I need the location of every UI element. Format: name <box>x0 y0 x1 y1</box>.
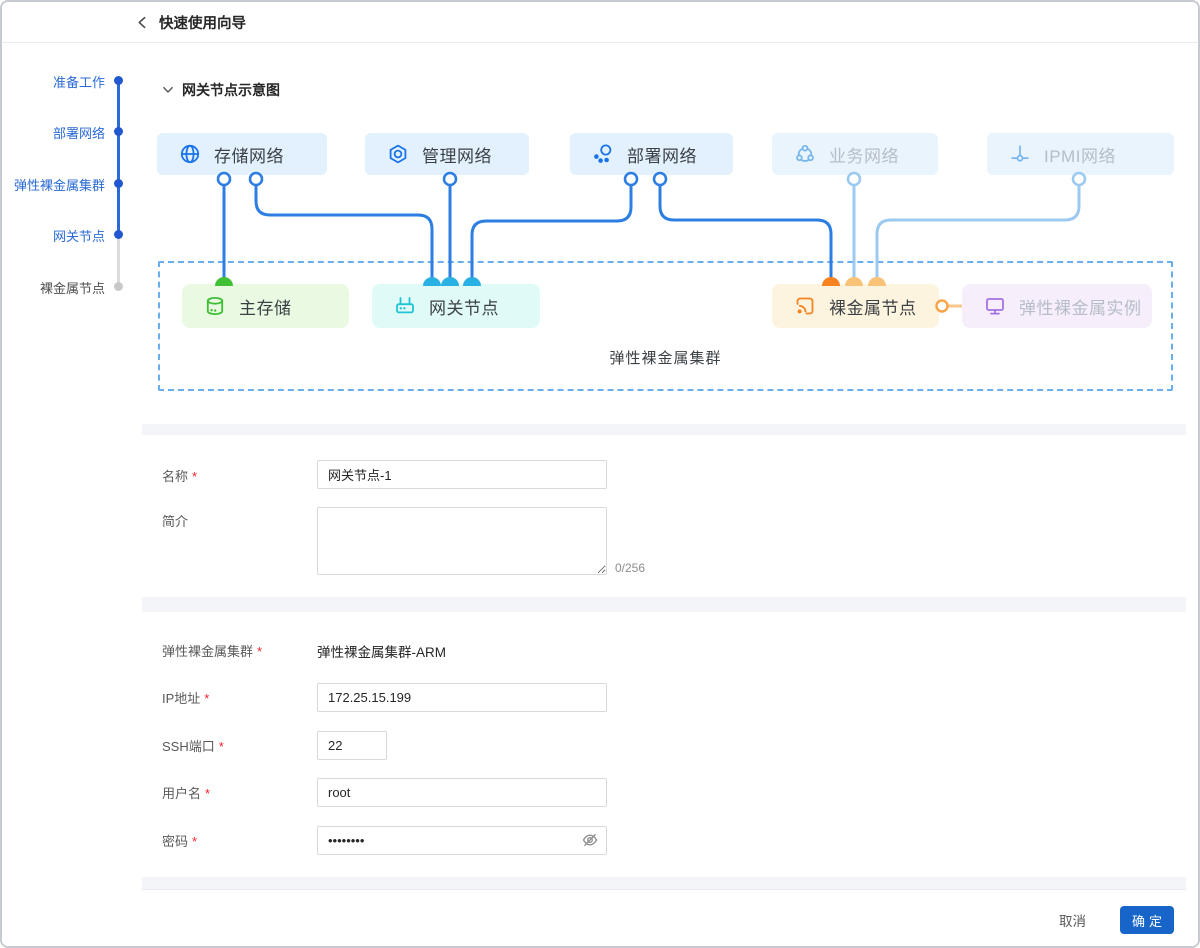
char-counter: 0/256 <box>615 561 646 575</box>
name-input[interactable] <box>317 460 607 489</box>
name-label: 名称* <box>162 469 198 484</box>
sidebar-step-deploy-network[interactable]: 部署网络 <box>52 126 105 141</box>
node-label: 主存储 <box>239 298 292 318</box>
network-box-ipmi: IPMI网络 <box>987 133 1174 175</box>
section-divider <box>142 424 1186 435</box>
node-label: 网关节点 <box>429 298 499 318</box>
page-title: 快速使用向导 <box>159 15 246 32</box>
step-dot <box>114 178 123 188</box>
required-mark: * <box>192 469 198 484</box>
cluster-value: 弹性裸金属集群-ARM <box>317 645 446 660</box>
ip-label: IP地址* <box>162 691 210 706</box>
monitor-icon <box>984 295 1006 317</box>
required-mark: * <box>204 691 210 706</box>
sidebar-step-gateway-node[interactable]: 网关节点 <box>52 229 105 244</box>
description-textarea[interactable] <box>317 507 607 575</box>
network-label: 管理网络 <box>422 146 492 166</box>
eye-off-icon <box>582 833 598 847</box>
stepper-line-active <box>117 80 120 234</box>
network-label: IPMI网络 <box>1044 146 1116 166</box>
chevron-down-icon <box>163 86 173 93</box>
sidebar-step-elastic-cluster[interactable]: 弹性裸金属集群 <box>13 178 105 193</box>
ssh-port-input[interactable] <box>317 731 387 760</box>
diagram-collapse-toggle[interactable]: 网关节点示意图 <box>162 80 280 100</box>
ground-pin-icon <box>1009 143 1031 165</box>
step-dot <box>114 229 123 239</box>
topbar: 快速使用向导 <box>2 2 1198 43</box>
node-box-gateway: 网关节点 <box>372 284 540 328</box>
description-label: 简介 <box>162 514 189 529</box>
wizard-body: 准备工作 部署网络 弹性裸金属集群 网关节点 裸金属节点 网关节点示意图 弹性裸… <box>2 43 1198 946</box>
toggle-password-visibility-button[interactable] <box>582 832 598 848</box>
hexagon-nut-icon <box>387 143 409 165</box>
diagram-card: 网关节点示意图 弹性裸金属集群 存储网络 管理网络 <box>142 65 1186 424</box>
ip-input[interactable] <box>317 683 607 712</box>
username-label: 用户名* <box>162 786 211 801</box>
basic-form-card: 名称* 简介 0/256 <box>142 435 1186 597</box>
node-label: 弹性裸金属实例 <box>1019 298 1142 318</box>
username-input[interactable] <box>317 778 607 807</box>
network-box-management: 管理网络 <box>365 133 529 175</box>
back-button[interactable] <box>136 16 149 29</box>
network-label: 部署网络 <box>627 146 697 166</box>
section-divider <box>142 597 1186 612</box>
cluster-label: 弹性裸金属集群* <box>162 644 263 659</box>
globe-icon <box>179 143 201 165</box>
node-box-baremetal: 裸金属节点 <box>772 284 939 328</box>
network-box-storage: 存储网络 <box>157 133 327 175</box>
network-box-business: 业务网络 <box>772 133 938 175</box>
chevron-left-icon <box>138 16 146 28</box>
sidebar-step-prepare[interactable]: 准备工作 <box>52 75 105 90</box>
ssh-port-label: SSH端口* <box>162 739 224 754</box>
stepper: 准备工作 部署网络 弹性裸金属集群 网关节点 裸金属节点 <box>2 43 134 343</box>
password-input[interactable] <box>317 826 607 855</box>
required-mark: * <box>192 834 198 849</box>
cluster-icon <box>592 143 614 165</box>
diagram-section-title: 网关节点示意图 <box>182 82 280 98</box>
password-label: 密码* <box>162 834 198 849</box>
cancel-button[interactable]: 取消 <box>1053 909 1092 931</box>
sidebar-step-baremetal-node: 裸金属节点 <box>39 281 105 296</box>
stepper-line-pending <box>117 234 120 286</box>
node-form-card: 弹性裸金属集群* 弹性裸金属集群-ARM IP地址* SSH端口* 用户名* 密… <box>142 612 1186 877</box>
required-mark: * <box>205 786 211 801</box>
network-label: 存储网络 <box>214 146 284 166</box>
step-dot <box>114 281 123 291</box>
database-icon <box>204 295 226 317</box>
node-box-primary-storage: 主存储 <box>182 284 349 328</box>
step-dot <box>114 75 123 85</box>
wizard-footer: 取消 确定 <box>2 890 1198 946</box>
node-label: 裸金属节点 <box>829 298 917 318</box>
network-label: 业务网络 <box>829 146 899 166</box>
elastic-cluster-label: 弹性裸金属集群 <box>609 350 722 367</box>
confirm-button[interactable]: 确定 <box>1119 906 1174 934</box>
required-mark: * <box>218 739 224 754</box>
required-mark: * <box>257 644 263 659</box>
node-box-instance: 弹性裸金属实例 <box>962 284 1152 328</box>
rss-icon <box>794 295 816 317</box>
step-dot <box>114 126 123 136</box>
section-divider <box>142 877 1186 890</box>
network-box-deployment: 部署网络 <box>570 133 733 175</box>
router-icon <box>394 295 416 317</box>
cycle-icon <box>794 143 816 165</box>
